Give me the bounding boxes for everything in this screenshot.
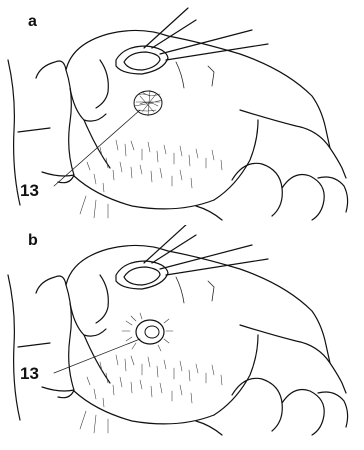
callout-a-leader — [54, 110, 140, 186]
panel-a: a — [0, 0, 364, 225]
raised-ring-organ — [122, 313, 173, 351]
panel-b-drawing — [0, 225, 364, 450]
callout-b-leader — [54, 339, 140, 373]
callout-b-number: 13 — [20, 365, 39, 382]
body-bristles — [80, 355, 222, 433]
panel-b: b 13 — [0, 225, 364, 450]
panel-a-drawing — [0, 0, 364, 225]
callout-a-number: 13 — [20, 182, 39, 199]
body-bristles — [80, 140, 222, 218]
